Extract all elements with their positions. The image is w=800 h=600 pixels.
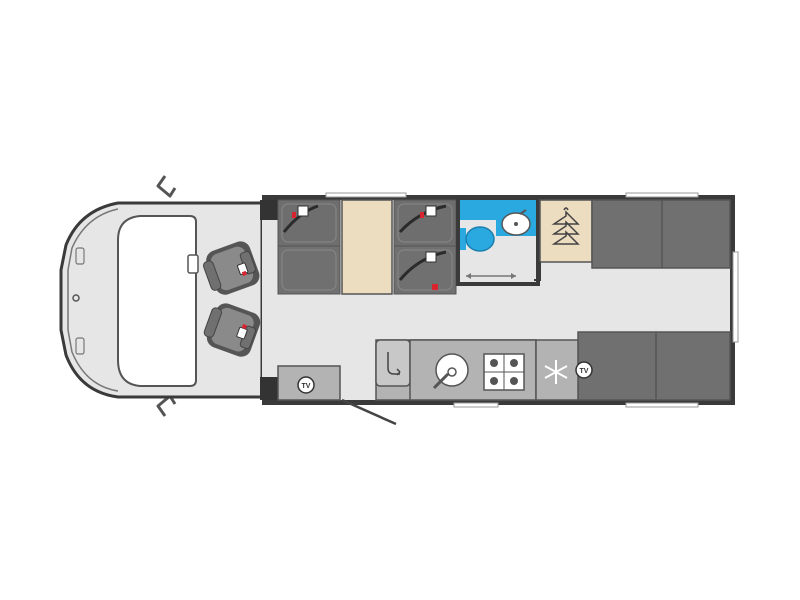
sliding-door-arrow-icon — [466, 273, 516, 279]
front-lounge — [277, 199, 457, 295]
left-mirror-icon — [156, 175, 177, 198]
seat-backrest — [277, 199, 341, 247]
window — [625, 192, 699, 198]
swivel-seat-icon — [202, 241, 260, 295]
washroom — [456, 200, 540, 286]
kitchen: TV — [375, 339, 593, 401]
window — [453, 402, 499, 408]
seat-cushion — [393, 245, 457, 295]
toilet-icon — [460, 226, 495, 252]
dinette-table — [341, 199, 393, 295]
swivel-seat-icon — [203, 303, 261, 357]
right-mirror-icon — [156, 394, 177, 417]
basin-icon — [501, 209, 531, 236]
cab — [59, 175, 264, 417]
sink-icon — [432, 353, 469, 390]
window — [732, 251, 739, 343]
window — [625, 402, 699, 408]
seat-backrest — [393, 199, 457, 247]
entrance: TV — [277, 365, 397, 426]
tv-label: TV — [302, 383, 311, 390]
hanger-icon — [551, 207, 580, 245]
tv-icon: TV — [297, 376, 315, 394]
wardrobe — [534, 199, 593, 281]
tap-icon — [387, 352, 400, 375]
dashboard — [117, 215, 197, 387]
rear-beds — [577, 199, 731, 401]
front-light-icon — [72, 294, 80, 302]
door-icon — [341, 398, 397, 426]
hob-icon — [483, 353, 525, 391]
tv-icon: TV — [575, 361, 593, 379]
single-bed-nearside — [591, 199, 731, 269]
seatbelt-icon — [398, 204, 447, 234]
seat-cushion — [277, 245, 341, 295]
seatbelt-icon — [282, 204, 319, 233]
snowflake-icon — [544, 360, 568, 384]
single-bed-offside — [577, 331, 731, 401]
tv-label: TV — [580, 368, 589, 375]
seatbelt-icon — [398, 250, 447, 290]
window — [325, 192, 407, 198]
